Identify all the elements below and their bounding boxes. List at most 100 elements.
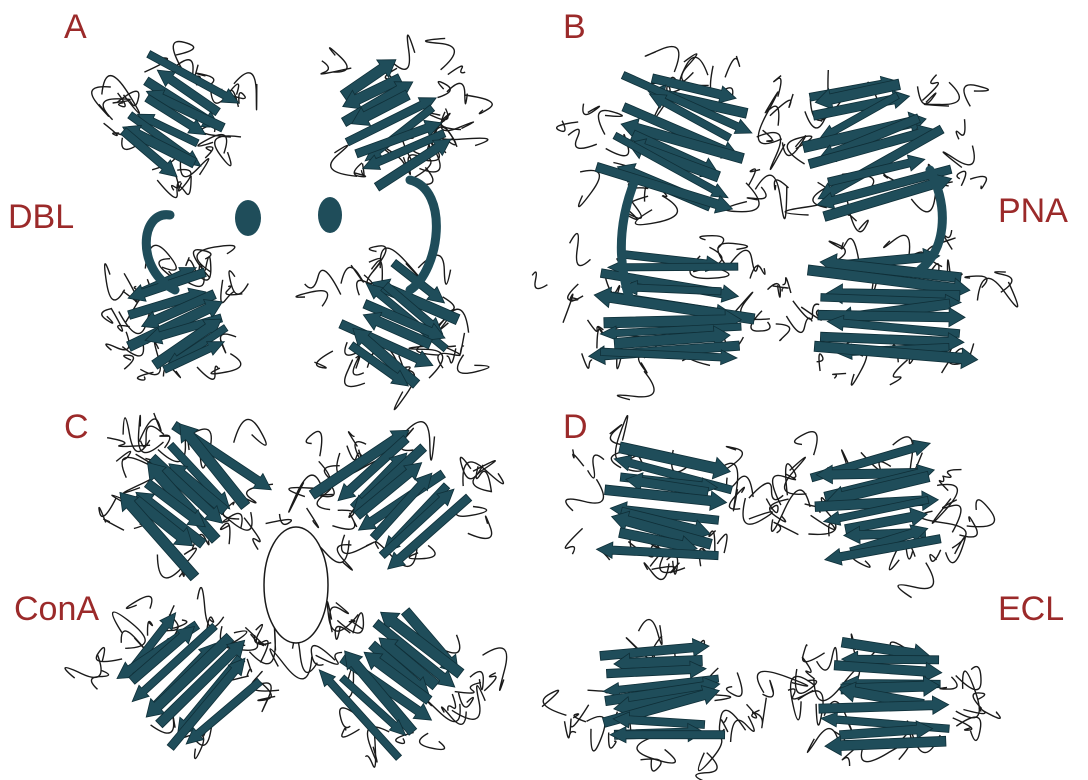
a-bl-loop <box>102 309 113 323</box>
d-tl-loop <box>566 479 604 511</box>
a-br-loop <box>314 351 333 368</box>
a-tl-loop <box>177 170 191 191</box>
d-br-loop <box>940 677 957 689</box>
c-bl-loop <box>126 596 151 608</box>
a-tr-loop <box>330 48 348 72</box>
d-bl-loop <box>570 705 589 735</box>
d-tl-loop <box>644 563 669 580</box>
c-bl-loop <box>96 648 122 662</box>
d-tr-loop <box>930 550 941 561</box>
b-tr-loop <box>957 171 966 186</box>
panel-name-dbl: DBL <box>8 200 74 234</box>
c-tl-loop <box>107 438 150 447</box>
d-br-loop <box>963 708 985 714</box>
b-br-loop <box>995 272 1012 293</box>
d-tr-loop <box>939 476 948 491</box>
c-br-loop <box>452 686 485 720</box>
c-tl-loop <box>266 514 292 525</box>
c-tl-loop <box>103 519 124 530</box>
d-bl-loop <box>542 690 566 715</box>
d-tl-loop <box>588 455 604 478</box>
c-tl-loop <box>160 435 170 448</box>
d-bl-loop <box>763 680 774 697</box>
c-br-loop <box>484 673 496 691</box>
panel-b-structure <box>540 30 1020 400</box>
b-bl-loop <box>776 324 790 341</box>
a-tr-loop <box>448 66 465 74</box>
b-bl-loop <box>617 371 654 400</box>
a-bl-loop <box>124 355 134 369</box>
b-tl-loop <box>682 54 709 86</box>
d-tl-loop <box>725 447 742 470</box>
b-tl-loop <box>635 196 677 225</box>
b-bl-loop <box>532 272 547 289</box>
c-tr-loop <box>338 508 355 517</box>
a-tr-loop <box>447 83 467 103</box>
panel-c-structure <box>86 400 506 775</box>
a-tr-loop <box>331 145 357 176</box>
c-tl-loop <box>221 523 230 544</box>
c-bl-loop <box>148 621 153 635</box>
d-br-loop <box>953 718 972 730</box>
d-bl-loop <box>731 716 755 742</box>
a-center-blob-right <box>318 197 342 233</box>
panel-letter-a: A <box>64 10 87 44</box>
c-br-loop <box>483 648 507 690</box>
c-central-cavity <box>264 527 328 643</box>
d-bl-loop <box>727 673 742 697</box>
a-tl-loop <box>103 99 130 120</box>
b-bl-loop <box>700 236 724 249</box>
b-tr-loop <box>943 146 974 168</box>
b-tr-loop <box>970 176 986 188</box>
c-br-strand <box>319 670 401 761</box>
c-tl-loop <box>234 419 266 445</box>
a-tl-loop <box>92 87 111 117</box>
b-tl-loop <box>598 110 622 134</box>
d-bl-loop <box>757 671 807 692</box>
b-br-loop <box>817 354 823 371</box>
d-tl-loop <box>573 449 584 466</box>
c-bl-loop <box>197 588 223 628</box>
c-br-loop <box>342 728 360 737</box>
b-tl-loop <box>579 170 600 206</box>
d-tr-loop <box>795 432 818 455</box>
panel-d-structure <box>560 425 990 775</box>
c-br-loop <box>420 733 445 749</box>
b-tl-loop <box>583 104 600 115</box>
b-br-loop <box>783 278 791 293</box>
d-br-loop <box>956 667 981 690</box>
b-tl-loop <box>725 56 740 78</box>
c-tr-loop <box>349 432 358 447</box>
c-br-loop <box>270 649 312 679</box>
b-tl-loop <box>568 129 597 148</box>
a-tr-loop <box>426 38 455 69</box>
d-tl-loop <box>717 534 727 553</box>
a-bl-loop <box>106 332 129 351</box>
b-br-loop <box>890 360 908 385</box>
a-br-loop <box>460 333 464 354</box>
c-tr-loop <box>306 431 322 456</box>
b-bl-loop <box>568 284 579 300</box>
a-tr-loop <box>392 35 415 69</box>
b-tr-loop <box>770 94 793 116</box>
c-br-loop <box>327 602 358 631</box>
c-br-loop <box>448 694 456 711</box>
d-bl-loop <box>722 717 728 732</box>
d-bl-loop <box>587 716 606 750</box>
b-tr-loop <box>850 212 869 231</box>
b-bl-loop <box>570 234 591 266</box>
a-tl-loop <box>104 123 120 135</box>
b-tr-loop <box>918 86 936 103</box>
a-bl-loop <box>137 372 153 380</box>
b-tl-loop <box>645 47 679 72</box>
c-br-loop <box>459 693 474 707</box>
d-tr-loop <box>932 484 957 523</box>
panel-letter-c: C <box>64 410 89 444</box>
panel-name-ecl: ECL <box>998 592 1064 626</box>
c-bl-loop <box>247 659 251 676</box>
c-tr-loop <box>337 545 352 570</box>
panel-a-structure <box>80 40 510 400</box>
d-tr-loop <box>967 500 995 527</box>
c-tr-loop <box>307 508 319 528</box>
